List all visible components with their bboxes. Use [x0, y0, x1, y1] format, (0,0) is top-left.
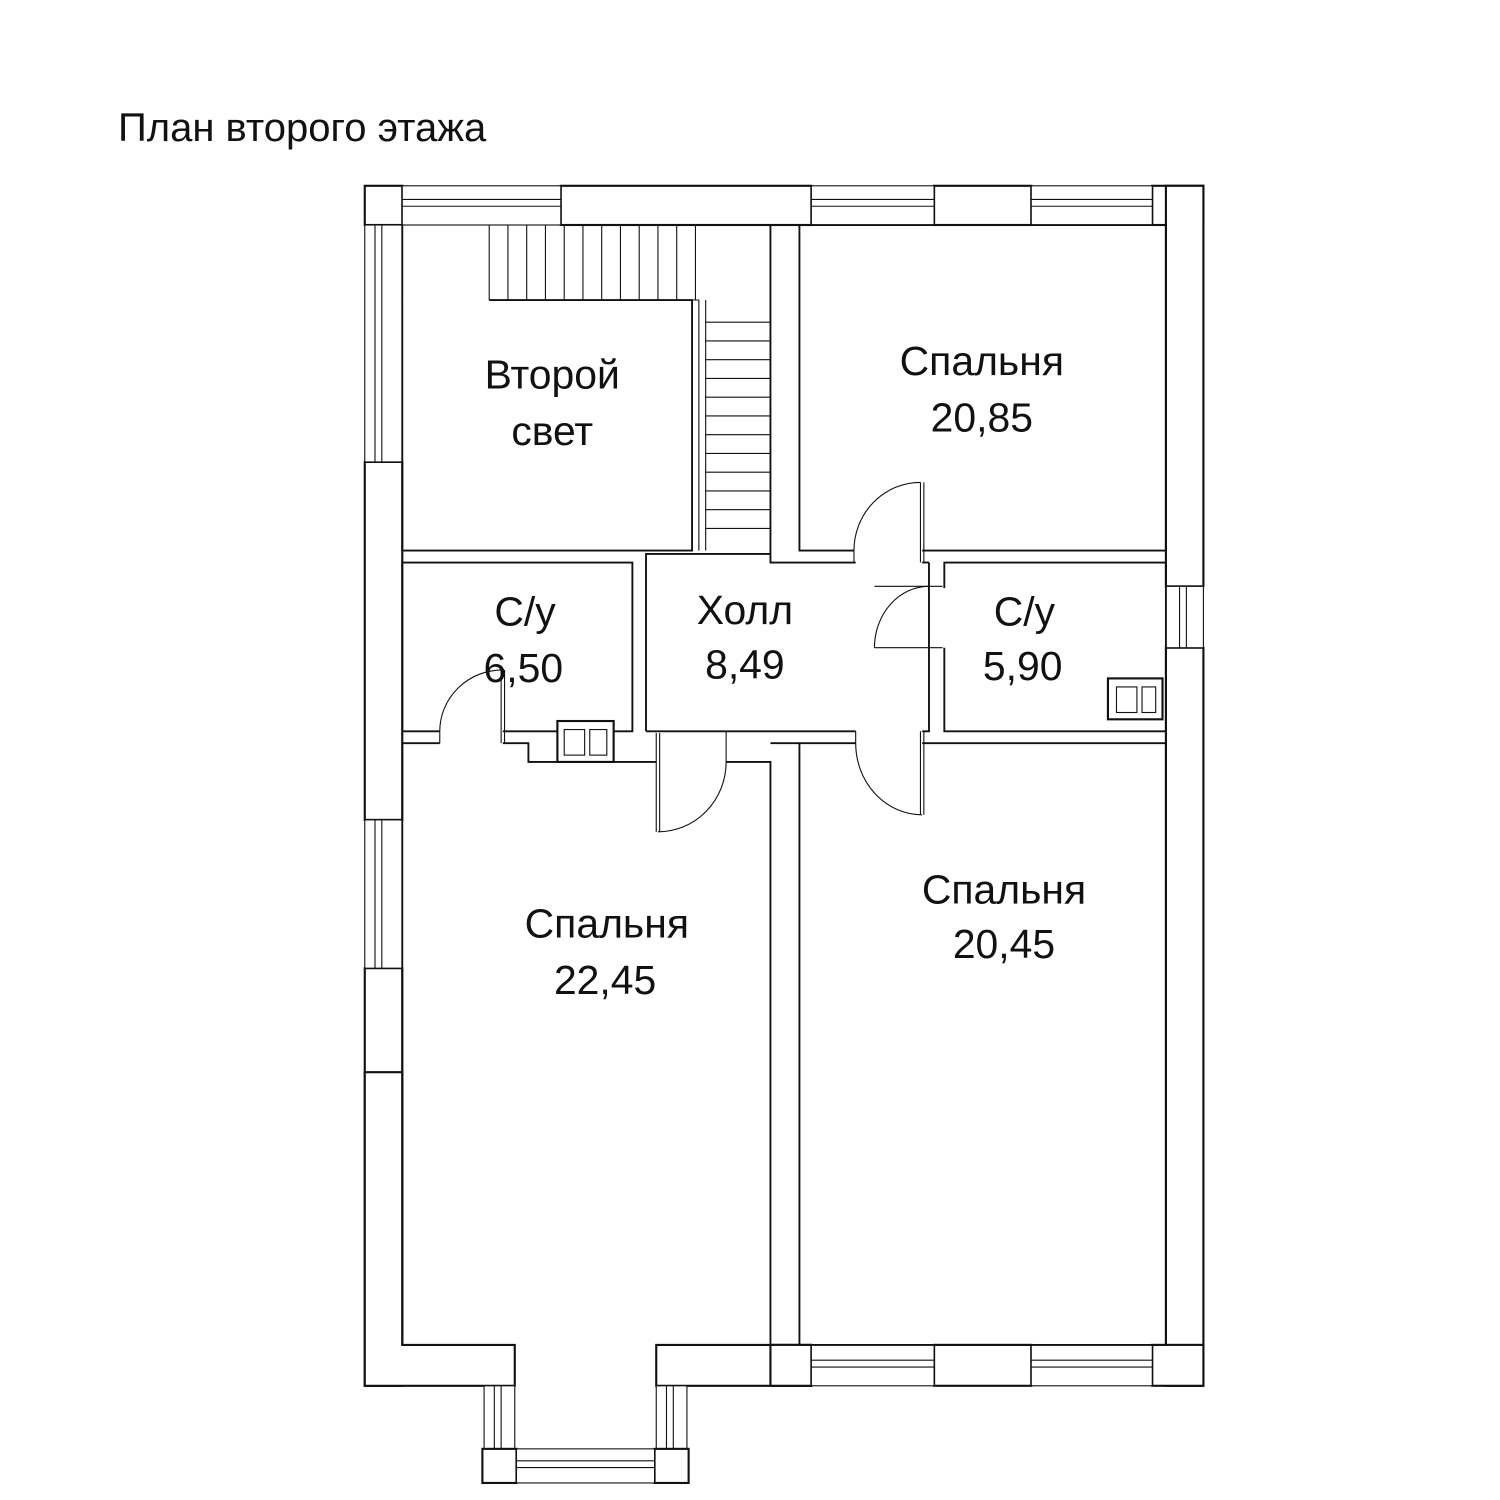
staircase — [488, 225, 771, 551]
room-bath-left-name: С/у — [494, 589, 556, 635]
windows — [364, 185, 1204, 1387]
doors — [439, 481, 943, 833]
room-bedroom-ne-name: Спальня — [900, 338, 1064, 384]
room-bath-right-area: 5,90 — [983, 643, 1063, 689]
room-bedroom-ne-area: 20,85 — [931, 394, 1033, 440]
room-bath-left-area: 6,50 — [483, 645, 563, 691]
room-second-light-label-line2: свет — [511, 408, 593, 454]
page-title: План второго этажа — [118, 106, 487, 150]
ventilation-shafts — [556, 677, 1164, 763]
room-hall-area: 8,49 — [705, 641, 785, 687]
room-bath-right-name: С/у — [994, 589, 1056, 635]
room-bedroom-se-name: Спальня — [922, 866, 1086, 912]
room-bedroom-sw-area: 22,45 — [554, 957, 656, 1003]
bay-window — [481, 1385, 690, 1485]
room-hall-name: Холл — [697, 587, 793, 633]
room-second-light-label-line1: Второй — [485, 352, 620, 398]
room-bedroom-se-area: 20,45 — [953, 921, 1055, 967]
room-labels: Второй свет Спальня 20,85 С/у 6,50 Холл … — [483, 338, 1086, 1003]
bottom-wall — [363, 1071, 1205, 1387]
room-bedroom-sw-name: Спальня — [525, 901, 689, 947]
exterior-walls — [363, 184, 1205, 1387]
